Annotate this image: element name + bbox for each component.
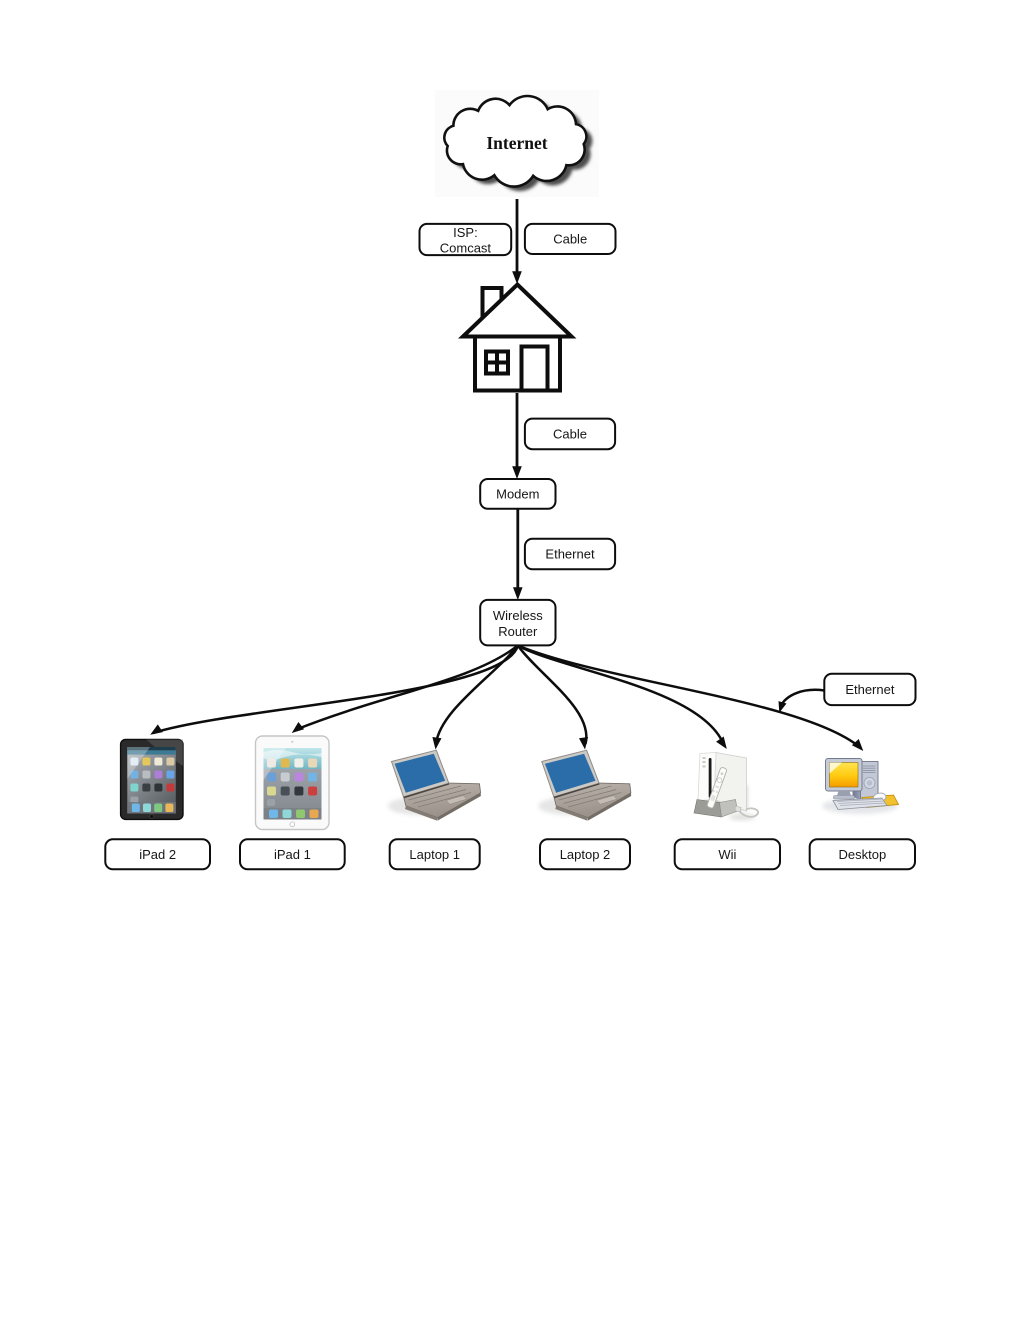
svg-text:Wii: Wii [718, 847, 736, 862]
svg-text:Comcast: Comcast [440, 241, 492, 256]
svg-text:iPad 1: iPad 1 [274, 847, 311, 862]
svg-text:Cable: Cable [553, 232, 587, 247]
svg-text:Cable: Cable [553, 427, 587, 442]
svg-text:ISP:: ISP: [453, 225, 478, 240]
svg-text:Laptop 2: Laptop 2 [560, 847, 611, 862]
svg-text:Wireless: Wireless [493, 608, 543, 623]
svg-text:Router: Router [498, 624, 538, 639]
svg-text:iPad 2: iPad 2 [139, 847, 176, 862]
svg-text:Ethernet: Ethernet [845, 682, 895, 697]
svg-text:Desktop: Desktop [839, 847, 887, 862]
svg-text:Modem: Modem [496, 487, 539, 502]
svg-text:Laptop 1: Laptop 1 [409, 847, 460, 862]
svg-text:Internet: Internet [486, 133, 547, 153]
svg-text:Ethernet: Ethernet [545, 547, 595, 562]
